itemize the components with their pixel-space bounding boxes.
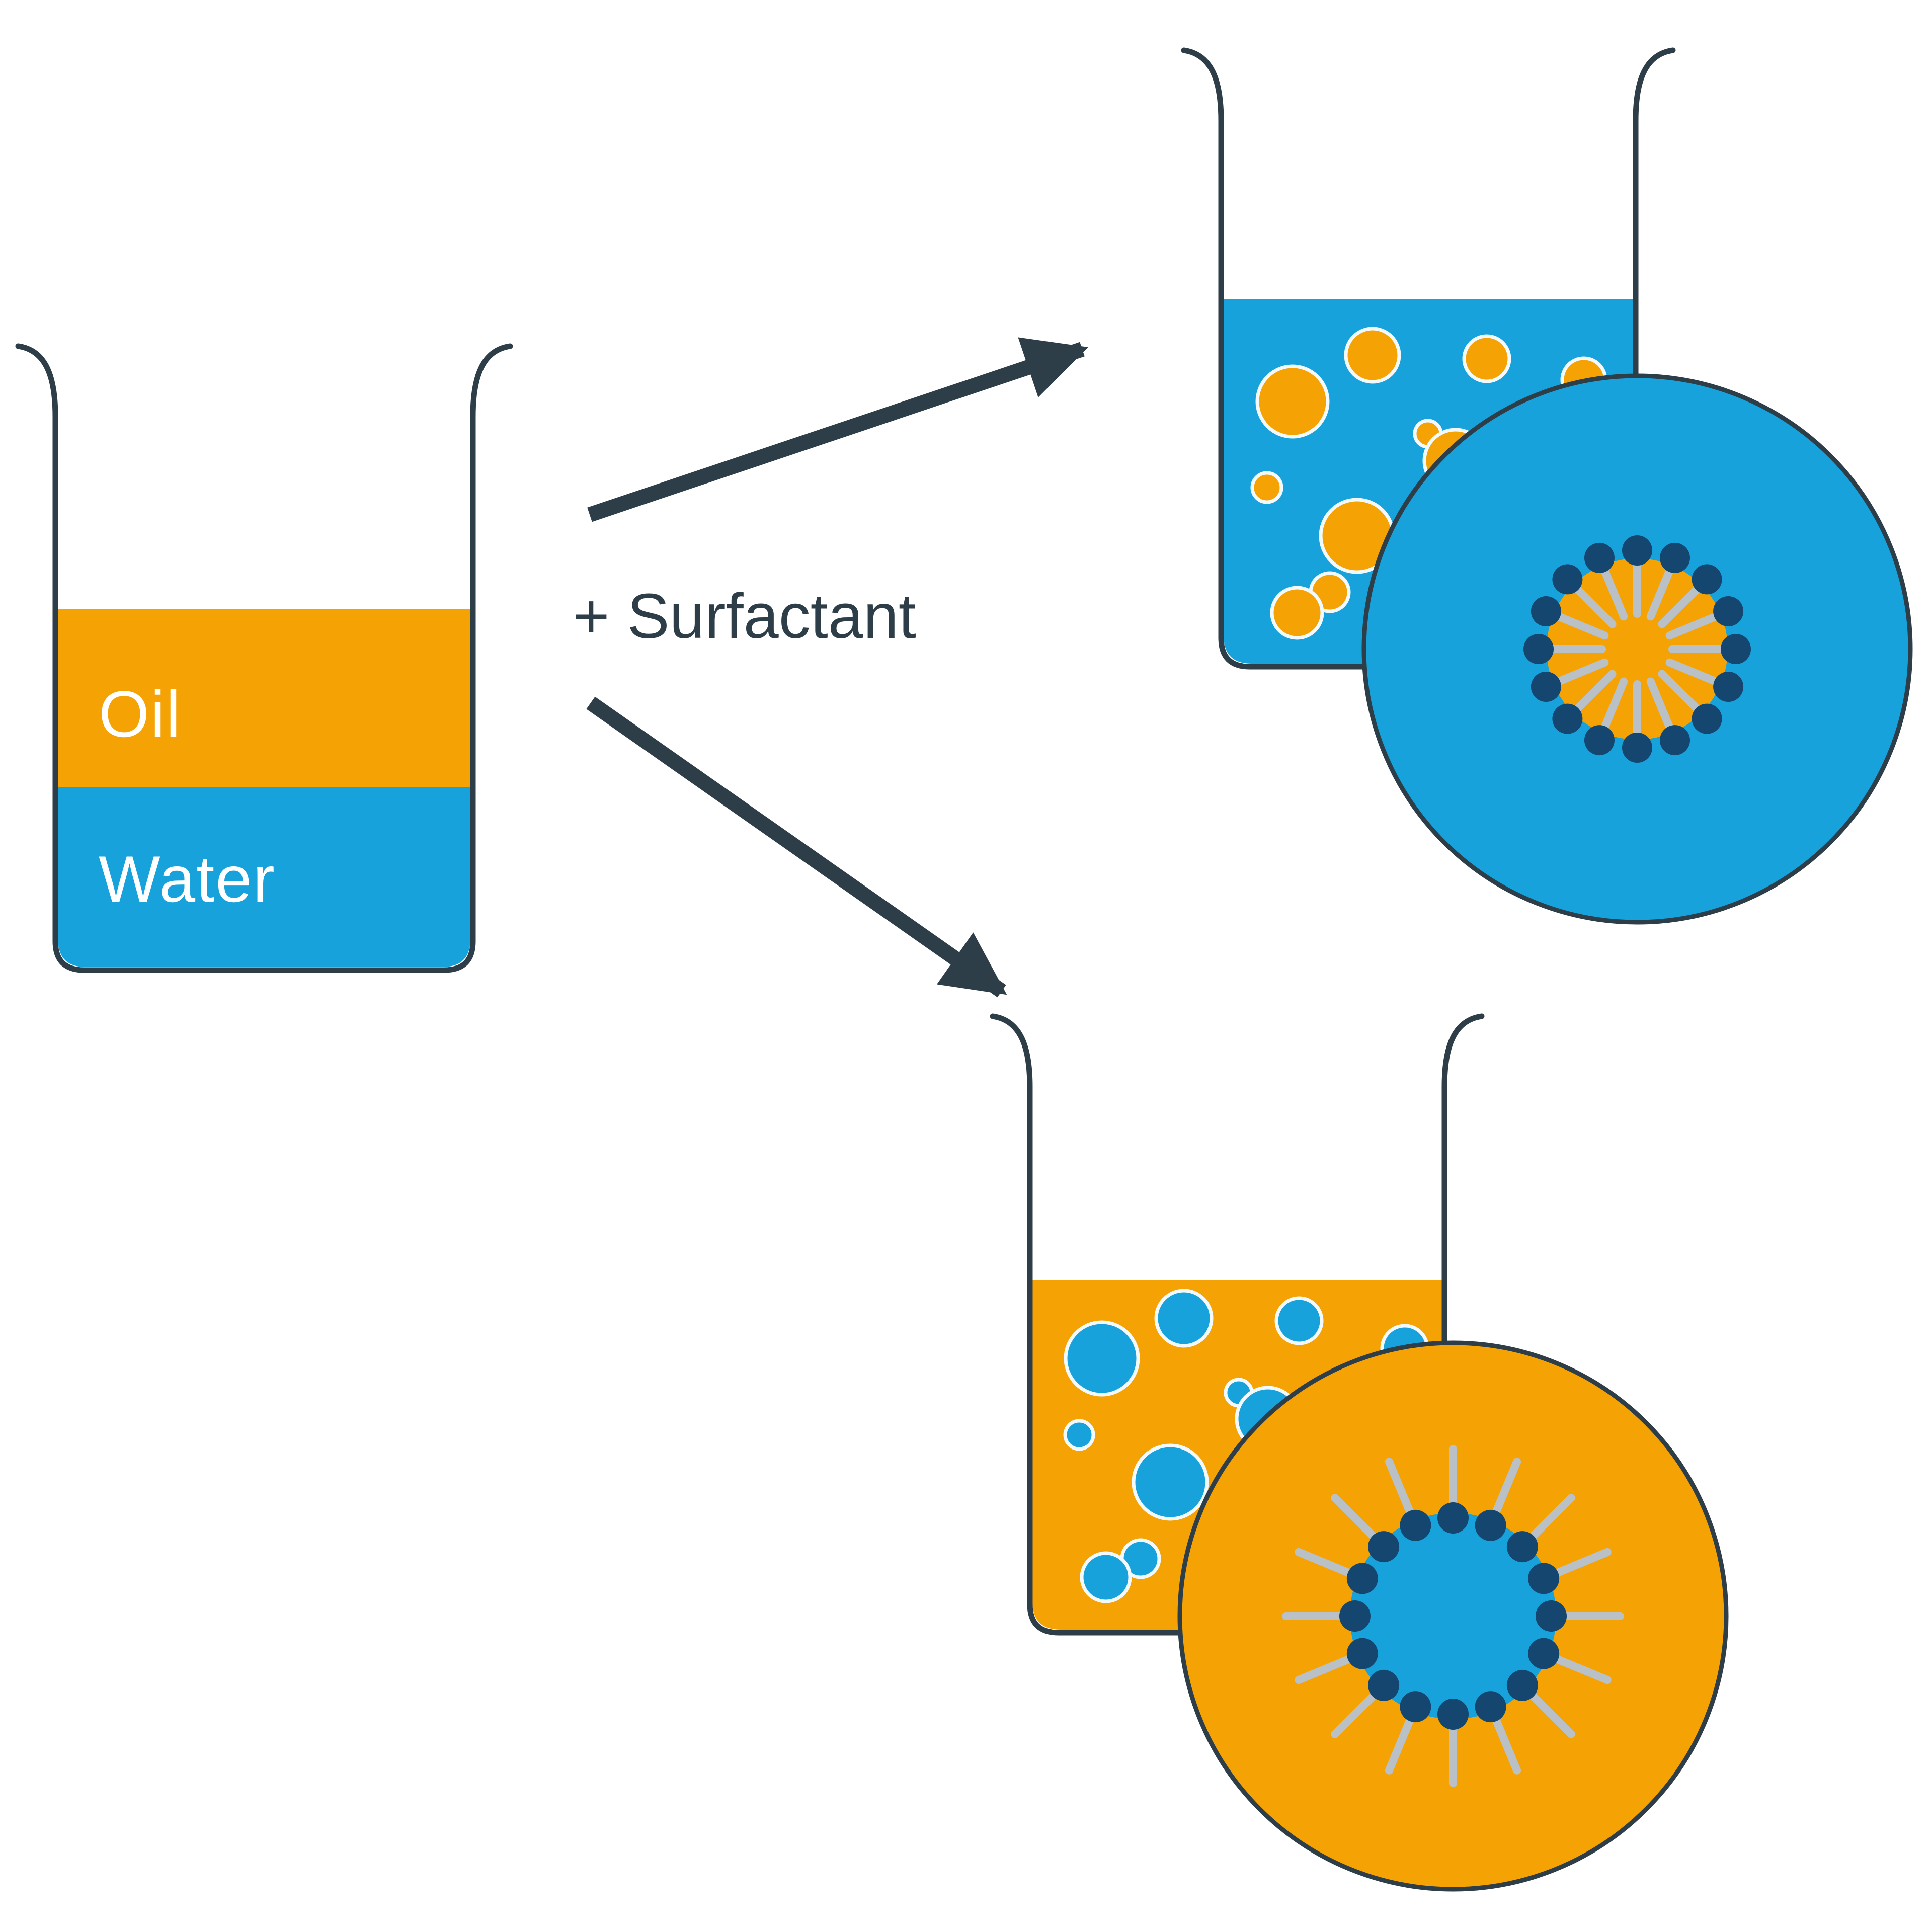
oil-layer [58,609,470,787]
surfactant-head [1622,733,1652,763]
surfactant-head [1400,1509,1431,1541]
water-droplet [1132,1443,1209,1521]
surfactant-head [1528,1638,1560,1669]
surfactant-head [1552,564,1583,595]
surfactant-head [1531,596,1561,626]
water-label: Water [99,842,276,916]
surfactant-tail [1331,1688,1381,1738]
water-in-oil-micelle [1282,1445,1624,1787]
water-droplet [1154,1289,1214,1348]
surfactant-tail [1525,1494,1575,1544]
water-droplet [1063,1419,1095,1451]
surfactant-head [1660,542,1691,573]
oil-droplet [1462,334,1511,383]
surfactant-head [1475,1509,1506,1541]
surfactant-tail [1331,1494,1381,1544]
surfactant-head [1536,1600,1567,1632]
surfactant-head [1523,634,1554,664]
surfactant-head [1339,1600,1371,1632]
surfactant-head [1713,672,1744,702]
arrow-to-water-in-oil-icon [586,696,1007,998]
oil-label: Oil [99,677,182,751]
water-droplet [1274,1296,1324,1345]
surfactant-tail [1385,1458,1416,1520]
surfactant-head [1400,1691,1431,1723]
water-in-oil-magnifier [1177,1340,1729,1892]
surfactant-tail [1549,1653,1612,1684]
surfactant-head [1346,1563,1378,1594]
surfactant-label: + Surfactant [573,581,916,652]
oil-droplet [1344,327,1401,384]
surfactant-head [1437,1699,1469,1730]
mixture-beaker: Oil Water [15,343,513,973]
surfactant-tail [1490,1458,1521,1520]
surfactant-head [1660,725,1691,756]
oil-in-water-micelle [1523,535,1751,763]
surfactant-tail [1295,1653,1357,1684]
surfactant-tail [1295,1548,1357,1579]
surfactant-tail [1525,1688,1575,1738]
water-in-oil-result [990,1013,1729,1892]
oil-droplet [1250,471,1283,504]
surfactant-head [1506,1531,1538,1563]
surfactant-tail [1385,1712,1416,1775]
surfactant-head [1528,1563,1560,1594]
water-droplet [1080,1551,1132,1603]
arrow-to-oil-in-water-icon [587,337,1088,522]
surfactant-head [1368,1669,1400,1701]
surfactant-head [1437,1502,1469,1534]
surfactant-head [1721,634,1751,664]
surfactant-head [1584,542,1615,573]
oil-in-water-magnifier [1361,373,1913,925]
surfactant-tail [1490,1712,1521,1775]
surfactant-tail [1549,1548,1612,1579]
surfactant-head [1506,1669,1538,1701]
surfactant-head [1475,1691,1506,1723]
water-layer [58,787,470,967]
surfactant-head [1692,564,1722,595]
beaker-outline [15,343,513,973]
oil-droplet [1255,364,1330,439]
oil-droplet [1270,586,1324,640]
surfactant-head [1713,596,1744,626]
surfactant-head [1622,535,1652,566]
surfactant-head [1584,725,1615,756]
micelle-core-droplet [1350,1513,1556,1719]
oil-in-water-result [1181,47,1913,925]
surfactant-head [1692,703,1722,734]
water-droplet [1064,1320,1140,1397]
surfactant-head [1552,703,1583,734]
surfactant-head [1531,672,1561,702]
surfactant-head [1368,1531,1400,1563]
surfactant-head [1346,1638,1378,1669]
